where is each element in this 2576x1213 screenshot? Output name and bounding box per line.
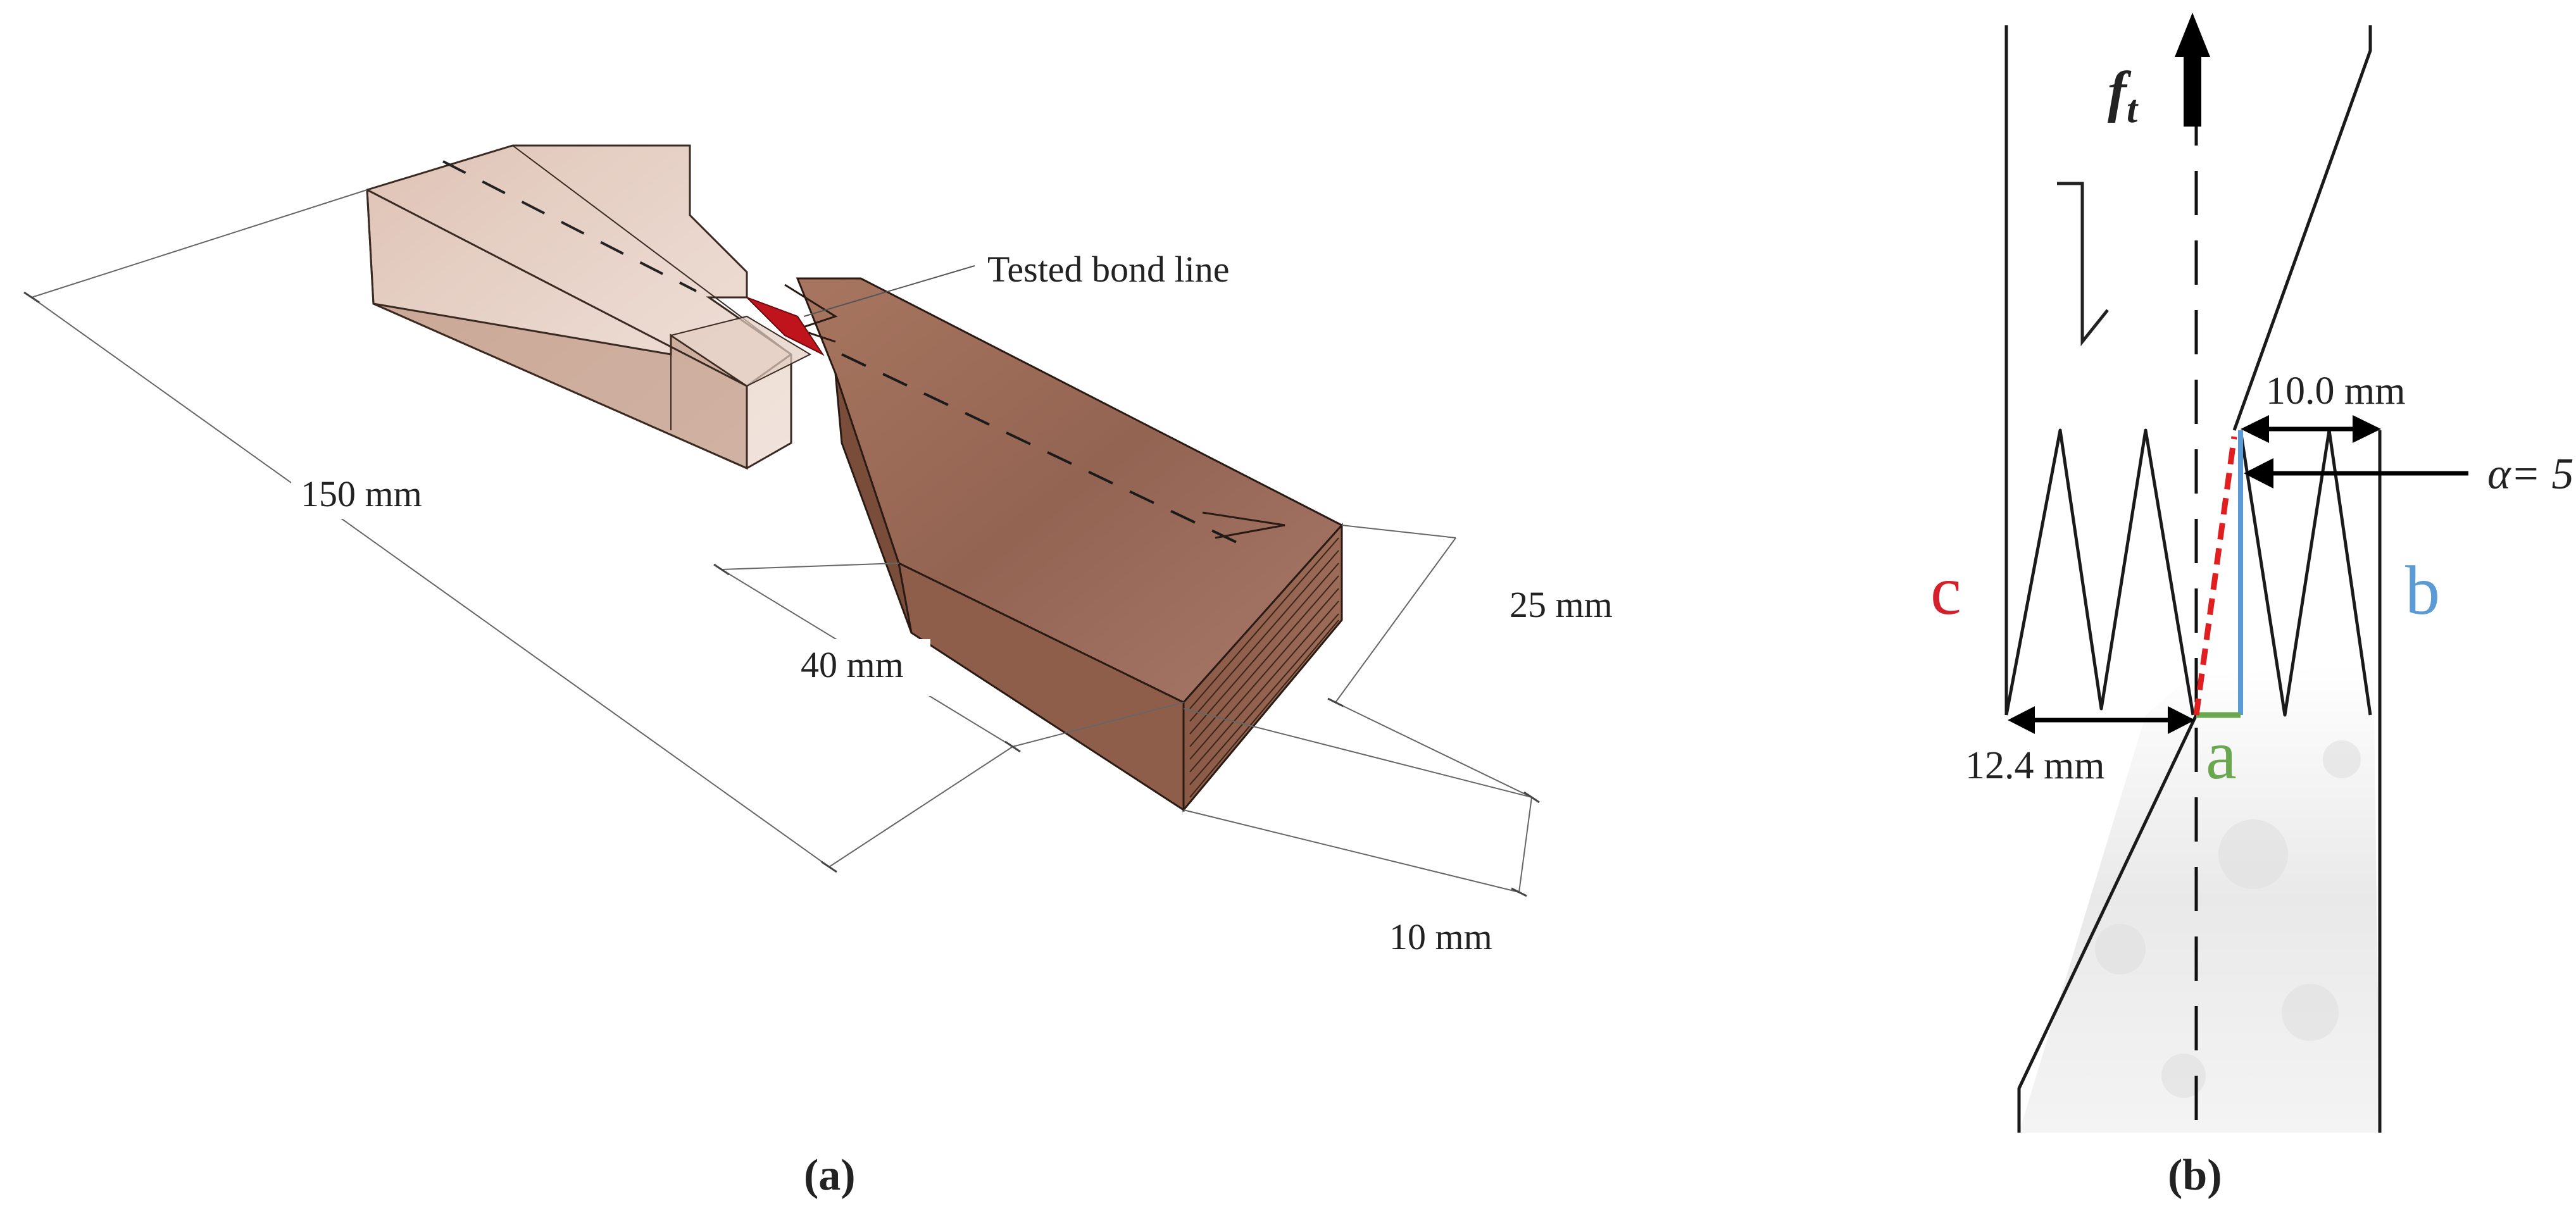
dim-length-label: 150 mm <box>301 473 422 514</box>
finger-length-label: 10.0 mm <box>2266 370 2405 413</box>
left-specimen-transparent <box>366 144 812 470</box>
dim-finger-zone-label: 40 mm <box>801 644 904 685</box>
force-arrow <box>2175 13 2210 127</box>
finger-length-dimension <box>2241 415 2381 443</box>
force-label: ft <box>2108 61 2139 131</box>
panel-b: ft 10.0 mm α= 5° 12.4 mm c b a (b) <box>1930 13 2576 1200</box>
panel-a: Tested bond line <box>23 144 1658 1200</box>
panel-b-caption: (b) <box>2168 1151 2222 1200</box>
label-b: b <box>2405 552 2440 629</box>
bond-line-highlight <box>746 297 825 356</box>
bond-line-label: Tested bond line <box>987 249 1230 290</box>
break-symbol <box>2057 182 2109 347</box>
dimension-ticks <box>23 291 1540 897</box>
red-dashed-line-c <box>2193 436 2237 716</box>
pitch-dimension <box>2008 706 2195 734</box>
label-c: c <box>1930 552 1961 629</box>
right-specimen <box>784 277 1344 813</box>
specimen-outline <box>2004 25 2382 1133</box>
texture-blots <box>2095 740 2361 1098</box>
angle-label: α= 5° <box>2487 450 2576 499</box>
panel-a-caption: (a) <box>804 1151 856 1200</box>
bond-line-leader <box>803 265 975 317</box>
label-a: a <box>2206 716 2237 793</box>
dimension-lines <box>31 189 1532 893</box>
pitch-label: 12.4 mm <box>1965 744 2104 787</box>
angle-arrow <box>2244 458 2468 488</box>
dim-width-label: 25 mm <box>1510 584 1613 625</box>
dim-thickness-label: 10 mm <box>1389 916 1492 957</box>
